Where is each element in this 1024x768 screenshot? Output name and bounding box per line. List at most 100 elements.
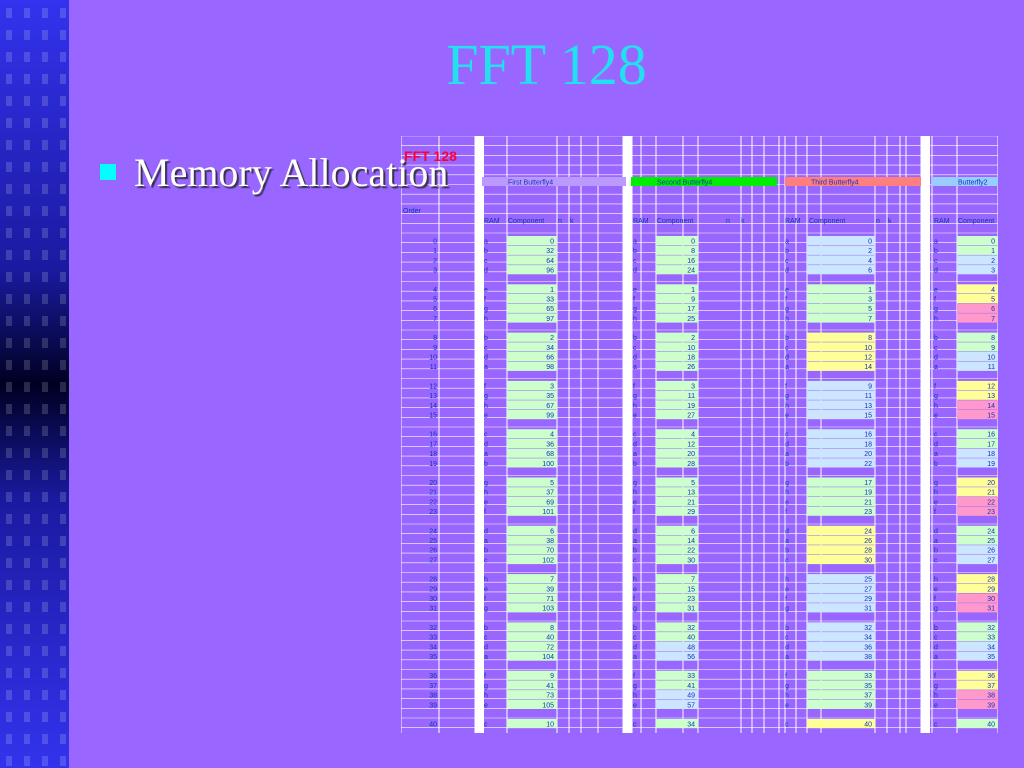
component-cell: 24 — [687, 268, 695, 275]
sidebar-texture — [6, 250, 12, 260]
component-cell-bg — [656, 429, 698, 439]
component-cell-bg — [957, 342, 998, 352]
component-cell-bg — [807, 699, 875, 709]
component-cell-bg — [957, 641, 998, 651]
sidebar-texture — [42, 184, 48, 194]
sidebar-texture — [42, 206, 48, 216]
component-cell-bg — [957, 352, 998, 362]
component-cell: 10 — [687, 345, 695, 352]
sidebar-texture — [6, 668, 12, 678]
component-cell: 32 — [546, 248, 554, 255]
ram-cell: c — [785, 432, 789, 439]
component-cell: 103 — [542, 606, 554, 613]
sidebar-texture — [42, 162, 48, 172]
column-separator — [623, 136, 632, 733]
component-cell-bg — [656, 574, 698, 584]
component-cell: 36 — [987, 673, 995, 680]
component-cell-bg — [507, 332, 557, 342]
component-cell: 30 — [687, 557, 695, 564]
component-cell: 65 — [546, 306, 554, 313]
component-cell: 36 — [864, 644, 872, 651]
sidebar-texture — [42, 294, 48, 304]
component-cell: 21 — [864, 499, 872, 506]
component-cell: 0 — [868, 239, 872, 246]
sidebar-texture — [42, 580, 48, 590]
ram-cell: b — [785, 248, 789, 255]
ram-cell: e — [934, 499, 938, 506]
component-cell-bg — [957, 603, 998, 613]
component-cell-bg — [656, 632, 698, 642]
ram-cell: e — [484, 586, 488, 593]
component-cell-bg — [957, 380, 998, 391]
ram-cell: b — [484, 461, 488, 468]
ram-cell: f — [484, 383, 486, 390]
component-cell: 25 — [987, 538, 995, 545]
ram-cell: h — [484, 316, 488, 323]
component-cell-bg — [807, 410, 875, 420]
component-cell-bg — [656, 284, 698, 294]
component-cell: 0 — [691, 239, 695, 246]
sidebar-texture — [24, 382, 30, 392]
ram-cell: f — [484, 509, 486, 516]
component-cell-bg — [807, 719, 875, 729]
ram-cell: a — [934, 654, 938, 661]
component-cell-bg — [656, 332, 698, 342]
component-cell-bg — [507, 574, 557, 584]
ram-cell: b — [934, 548, 938, 555]
ram-cell: b — [633, 548, 637, 555]
ram-cell: c — [633, 258, 637, 265]
component-cell: 33 — [864, 673, 872, 680]
sidebar-texture — [24, 228, 30, 238]
component-cell: 5 — [550, 480, 554, 487]
ram-cell: b — [484, 335, 488, 342]
order-cell: 7 — [433, 316, 437, 323]
sidebar-texture — [6, 206, 12, 216]
component-cell: 17 — [687, 306, 695, 313]
component-cell: 0 — [991, 239, 995, 246]
ram-cell: c — [484, 345, 488, 352]
ram-cell: a — [633, 239, 637, 246]
component-cell: 25 — [864, 577, 872, 584]
sidebar-texture — [42, 30, 48, 40]
component-cell-bg — [807, 651, 875, 661]
ram-cell: a — [484, 451, 488, 458]
order-cell: 32 — [429, 625, 437, 632]
ram-cell: d — [484, 268, 488, 275]
component-cell-bg — [807, 236, 875, 246]
component-cell: 37 — [864, 693, 872, 700]
component-cell-bg — [507, 680, 557, 690]
component-cell-bg — [957, 622, 998, 632]
ram-cell: d — [484, 644, 488, 651]
order-cell: 4 — [433, 287, 437, 294]
component-cell-bg — [507, 352, 557, 362]
ram-cell: e — [934, 287, 938, 294]
component-cell: 8 — [991, 335, 995, 342]
component-cell-bg — [656, 583, 698, 593]
ram-cell: b — [484, 548, 488, 555]
component-cell-bg — [656, 390, 698, 400]
ram-cell: g — [934, 606, 938, 613]
sidebar-texture — [24, 140, 30, 150]
component-cell: 1 — [550, 287, 554, 294]
sidebar-texture — [6, 646, 12, 656]
ram-cell: c — [633, 635, 637, 642]
ram-cell: e — [934, 586, 938, 593]
ram-cell: c — [633, 557, 637, 564]
order-cell: 15 — [429, 413, 437, 420]
sidebar-texture — [42, 734, 48, 744]
component-cell-bg — [507, 448, 557, 458]
component-cell: 19 — [687, 403, 695, 410]
component-cell: 40 — [864, 722, 872, 729]
stage-label: Third Butterfly4 — [811, 180, 859, 187]
sidebar-texture — [24, 426, 30, 436]
component-cell-bg — [656, 400, 698, 410]
component-cell: 49 — [687, 693, 695, 700]
component-cell-bg — [656, 487, 698, 497]
sidebar-texture — [6, 602, 12, 612]
sidebar-texture — [60, 668, 66, 678]
component-cell-bg — [507, 593, 557, 603]
ram-cell: f — [934, 383, 936, 390]
component-cell-bg — [507, 284, 557, 294]
ram-cell: d — [785, 441, 789, 448]
component-cell-bg — [507, 313, 557, 323]
